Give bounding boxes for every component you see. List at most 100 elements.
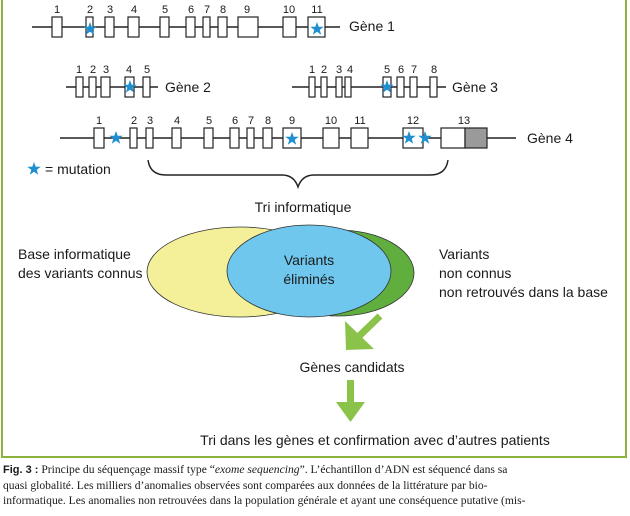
gene-2-exon-5 [142,76,151,98]
caption-line-1: Fig. 3 : Principe du séquençage massif t… [3,462,627,478]
gene-3-exon-6-label: 6 [398,64,404,76]
gene-4-exon-6 [229,127,240,149]
gene-3: 1 2 3 4 5 6 7 8 Gène 3 [292,64,498,98]
legend-mutation-label: = mutation [45,161,111,177]
venn-blue-ellipse [226,224,392,318]
caption-line-1-italic: exome sequencing [214,463,300,476]
gene-3-exon-2 [320,76,328,98]
gene-4-exon-3 [145,127,154,149]
gene-3-exon-3 [335,76,343,98]
gene-4-exon-7-label: 7 [248,115,254,127]
gene-1-exon-3-label: 3 [107,4,113,16]
gene-1-exon-9 [237,16,259,38]
gene-3-exon-8 [429,76,438,98]
gene-1-exon-9-label: 9 [244,4,250,16]
gene-2-name: Gène 2 [165,79,211,95]
caption-fig-label: Fig. 3 : [3,464,39,476]
candidates-label: Gènes candidats [299,359,404,375]
figure-frame [1,0,627,458]
gene-2-exon-2-label: 2 [90,64,96,76]
gene-4-exon-4 [171,127,182,149]
caption-line-1-b: ”. L’échantillon d’ADN est séquencé dans… [299,463,508,476]
gene-3-exon-5-label: 5 [384,64,390,76]
mutation-legend: = mutation [27,161,111,177]
gene-1-exon-10-label: 10 [283,4,295,16]
gene-3-exon-3-label: 3 [336,64,342,76]
gene-3-exon-2-label: 2 [321,64,327,76]
gene-4-exon-6-label: 6 [232,115,238,127]
final-label: Tri dans les gènes et confirmation avec … [200,432,550,448]
down-arrow-icon [336,380,365,422]
gene-1-exon-4-label: 4 [131,4,137,16]
gene-1-exon-7 [202,16,211,38]
figure-caption: Fig. 3 : Principe du séquençage massif t… [3,462,627,516]
gene-3-exon-7 [409,76,418,98]
gene-2: 1 2 3 4 5 Gène 2 [66,64,211,98]
gene-4-exon-11-label: 11 [354,115,365,127]
gene-2-exon-3 [100,76,111,98]
gene-4-exon-11 [350,127,369,149]
venn-left-label-2: des variants connus [18,265,143,281]
gene-3-exon-7-label: 7 [411,64,417,76]
gene-4-exon-13-label: 13 [458,115,470,127]
gene-1-exon-10 [282,16,297,38]
gene-4-exon-1 [93,127,105,149]
gene-4-name: Gène 4 [527,130,573,146]
gene-4-exon-1-label: 1 [96,115,102,127]
legend-star-icon [27,162,41,175]
venn-right-label-3: non retrouvés dans la base [439,284,608,300]
gene-4-exon-9-label: 9 [289,115,295,127]
venn-right-label-2: non connus [439,265,511,281]
venn-right-label-1: Variants [439,246,489,262]
venn-diagram: Variants éliminés [146,224,415,318]
gene-3-exon-1-label: 1 [309,64,315,76]
gene-2-exon-2 [88,76,97,98]
exome-sequencing-diagram: 1 2 3 4 5 6 7 8 9 10 11 Gène 1 1 2 3 4 5… [18,4,608,448]
gene-3-exon-4 [344,76,352,98]
gene-4-exon-13 [440,127,466,149]
gene-3-name: Gène 3 [452,79,498,95]
gene-1-exon-8-label: 8 [220,4,226,16]
gene-1-exon-1-label: 1 [54,4,60,16]
gene-1-exon-1 [51,16,63,38]
gene-1-exon-6 [185,16,196,38]
venn-left-label-1: Base informatique [18,246,131,262]
gene-4-exon-12-label: 12 [407,115,419,127]
gene-2-exon-5-label: 5 [144,64,150,76]
gene-4-exon-5-label: 5 [206,115,212,127]
gene-3-exon-6 [396,76,405,98]
gene-4-exon-7 [246,127,255,149]
sort-label: Tri informatique [255,199,352,215]
gene-4-exon-8-label: 8 [265,115,271,127]
gene-4-exon-10-label: 10 [325,115,337,127]
gene-3-exon-4-label: 4 [347,64,353,76]
gene-2-exon-1 [75,76,84,98]
caption-line-1-a: Principe du séquençage massif type “ [41,463,215,476]
venn-center-label-2: éliminés [283,271,334,287]
curly-brace [147,159,449,190]
gene-4-exon-2 [129,127,138,149]
gene-4-exon-5 [203,127,214,149]
gene-4: 1 2 3 4 5 6 7 8 9 10 11 12 13 Gène 4 [60,115,573,149]
gene-1-name: Gène 1 [349,18,395,34]
gene-4-exon-4-label: 4 [174,115,180,127]
gene-4-exon-8 [262,127,273,149]
gene-3-exon-1 [308,76,316,98]
gene-2-exon-1-label: 1 [76,64,82,76]
gene-4-exon-3-label: 3 [147,115,153,127]
gene-4-exon-2-label: 2 [131,115,137,127]
gene-4-exon-13-utr [464,127,488,149]
gene-2-exon-4-label: 4 [126,64,132,76]
gene-1: 1 2 3 4 5 6 7 8 9 10 11 Gène 1 [32,4,395,38]
gene-3-exon-8-label: 8 [431,64,437,76]
gene-1-exon-3 [104,16,115,38]
gene-1-exon-5 [159,16,170,38]
gene-1-exon-8 [217,16,228,38]
gene-1-exon-6-label: 6 [188,4,194,16]
caption-line-2: quasi globalité. Les milliers d’anomalie… [3,479,488,492]
gene-1-exon-4 [127,16,140,38]
diagonal-arrow-icon [345,313,383,350]
gene-1-exon-11-label: 11 [311,4,322,16]
gene-1-exon-5-label: 5 [162,4,168,16]
gene-1-exon-2-label: 2 [87,4,93,16]
